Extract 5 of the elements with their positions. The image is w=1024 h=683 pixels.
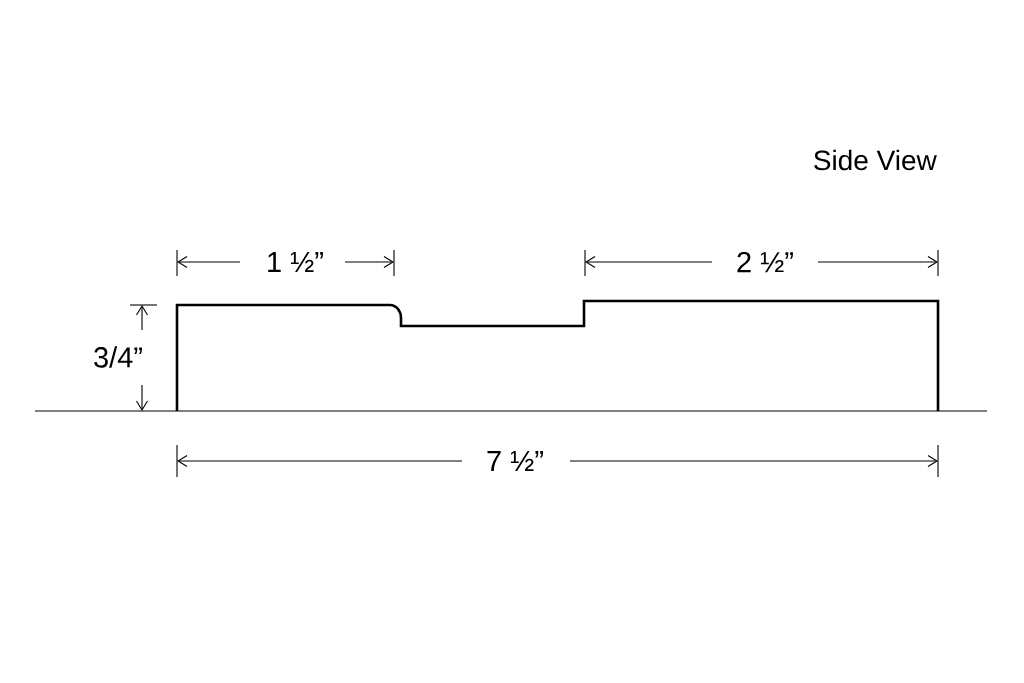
- dimension-label: 2 ½”: [737, 251, 793, 273]
- dimension-label: 3/4”: [94, 346, 142, 368]
- dimension-label: 1 ½”: [268, 252, 323, 272]
- view-title: Side View: [814, 149, 937, 171]
- dimension-label: 7 ½”: [487, 451, 543, 471]
